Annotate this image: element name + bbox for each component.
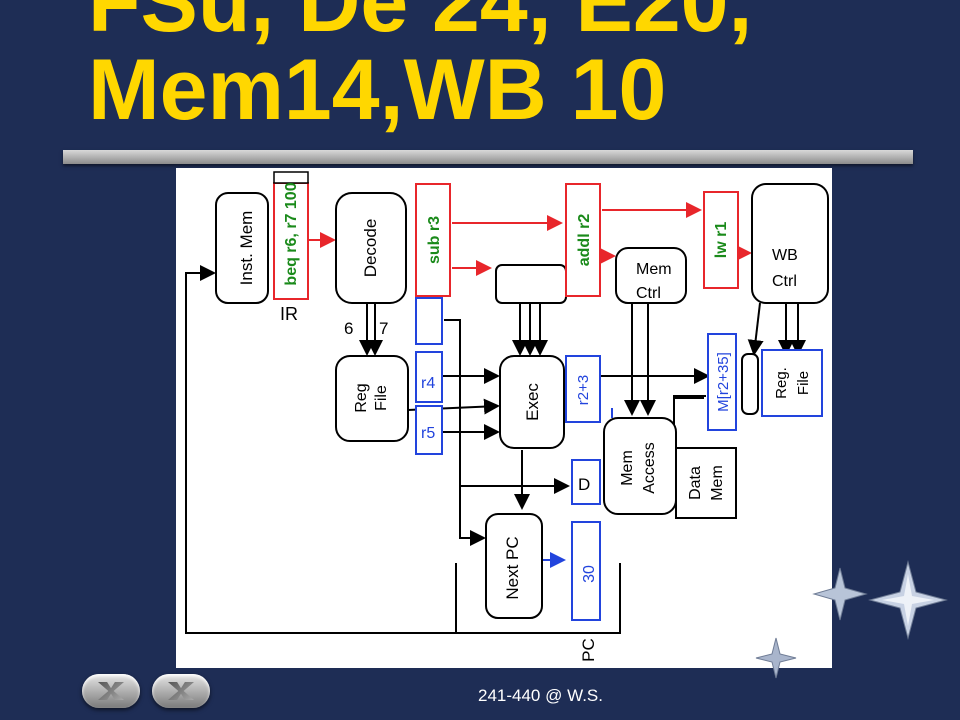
star-icon [868, 560, 948, 640]
mem-access-l1: Mem [619, 450, 636, 486]
mem-ctrl-block [615, 247, 687, 304]
wire-wbctrl-a [747, 302, 764, 356]
slide-footer: 241-440 @ W.S. [478, 686, 603, 705]
exec-ctrl-box [495, 264, 567, 304]
wire-access-mux [673, 397, 704, 444]
decode-ctrl-register [415, 183, 451, 297]
reg-num-a: 6 [344, 319, 353, 338]
d-register-label: D [578, 475, 590, 494]
reg-blank-top [415, 297, 443, 345]
exec-ctrl-value: addl r2 [576, 214, 593, 267]
exec-ctrl-register [565, 183, 601, 297]
wb-mux [741, 353, 759, 415]
star-icon [755, 637, 797, 679]
next-slide-button[interactable] [152, 674, 210, 708]
wire-m-to-access [673, 395, 706, 444]
exec-result-value: r2+3 [575, 375, 592, 405]
ir-register [273, 182, 309, 300]
wire-pc-feedback [185, 265, 621, 634]
mem-ctrl-value: lw r1 [713, 222, 730, 259]
mem-ctrl-l1: Mem [636, 261, 672, 278]
reg-r4 [415, 351, 443, 403]
reg-file-right-l1: Reg. [773, 367, 790, 399]
pc-register [571, 521, 601, 621]
star-icon [812, 567, 868, 621]
next-pc-block [485, 513, 543, 619]
reg-file-left [335, 355, 409, 442]
x-icon [98, 682, 124, 700]
title-line-1: FSu, De 24, E20, [88, 0, 753, 50]
title-divider [63, 150, 913, 164]
mem-addr-register [707, 333, 737, 431]
ir-register-top [273, 171, 309, 184]
reg-file-right [761, 349, 823, 417]
wb-ctrl-l2: Ctrl [772, 273, 797, 290]
decode-block [335, 192, 407, 304]
prev-slide-button[interactable] [82, 674, 140, 708]
reg-file-left-l2: File [373, 385, 390, 411]
pc-value: 30 [581, 565, 598, 583]
reg-r4-label: r4 [421, 375, 435, 392]
reg-file-left-l1: Reg [353, 383, 370, 412]
mem-access-block [603, 417, 677, 515]
reg-file-right-l2: File [795, 371, 812, 395]
mem-access-l2: Access [641, 442, 658, 494]
reg-num-b: 7 [379, 319, 388, 338]
ir-label: IR [280, 304, 298, 324]
pc-label: PC [579, 638, 598, 662]
reg-r5-label: r5 [421, 425, 435, 442]
wb-ctrl-l1: WB [772, 247, 798, 264]
decode-label: Decode [361, 219, 380, 278]
data-mem-block [675, 447, 737, 519]
data-mem-l1: Data [687, 466, 704, 500]
wire-r5-nextpc [444, 319, 486, 546]
exec-result-register [565, 355, 601, 423]
next-pc-label: Next PC [503, 536, 522, 599]
x-icon [168, 682, 194, 700]
inst-mem-block [215, 192, 269, 304]
mem-addr-value: M[r2+35] [715, 352, 732, 412]
inst-mem-label: Inst. Mem [237, 211, 256, 286]
slide-title: FSu, De 24, E20, Mem14,WB 10 [88, 0, 948, 140]
mem-ctrl-register [703, 191, 739, 289]
pipeline-diagram: Inst. Mem beq r6, r7 100 IR Decode 6 7 s… [176, 168, 832, 668]
exec-label: Exec [523, 383, 542, 421]
reg-r5 [415, 405, 443, 455]
ir-content: beq r6, r7 100 [283, 182, 300, 285]
decode-ctrl-value: sub r3 [426, 216, 443, 264]
d-register [571, 459, 601, 505]
mem-ctrl-l2: Ctrl [636, 285, 661, 302]
wb-ctrl-block [751, 183, 829, 304]
data-mem-l2: Mem [709, 465, 726, 501]
exec-block [499, 355, 565, 449]
title-line-2: Mem14,WB 10 [88, 42, 667, 138]
